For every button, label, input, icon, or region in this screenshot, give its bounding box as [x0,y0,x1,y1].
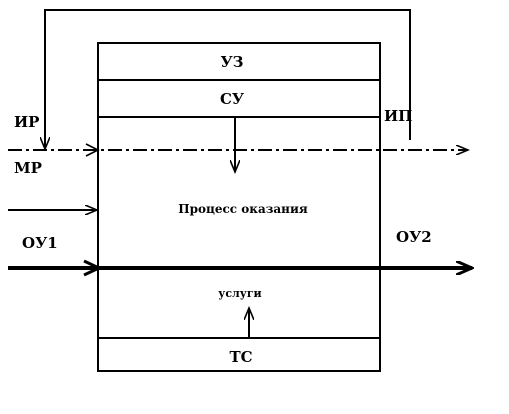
ou2-label: ОУ2 [396,228,432,246]
mr-label: МР [14,159,42,177]
ts-label: ТС [229,348,252,366]
information-entry-arrowhead [85,143,100,157]
ou1-label: ОУ1 [22,234,58,252]
main-flow-entry-arrowhead [83,259,103,277]
feedback-loop-line [45,9,411,149]
ip-label: ИП [384,107,412,125]
process-label: Процесс оказания [178,202,308,216]
service-label: услуги [218,287,261,300]
uz-label: УЗ [221,53,244,71]
ir-label: ИР [14,113,39,131]
su-label: СУ [220,90,244,108]
